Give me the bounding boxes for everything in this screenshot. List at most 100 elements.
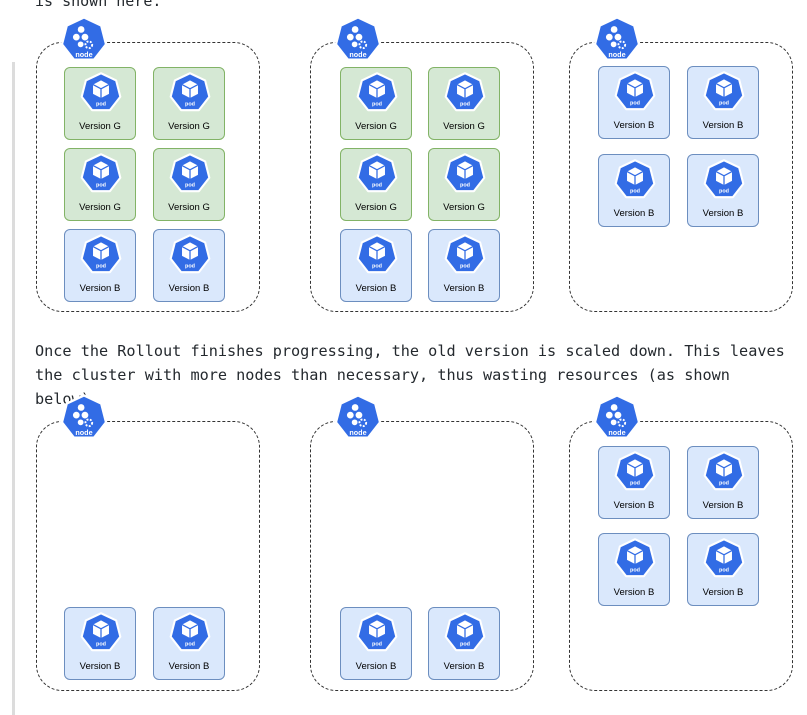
svg-text:pod: pod (372, 264, 382, 270)
pod-version-label: Version G (355, 121, 397, 132)
pod-icon: pod (356, 153, 398, 195)
pod-icon: pod (356, 234, 398, 276)
pod-version-label: Version B (702, 208, 744, 219)
intro-text-fragment: is shown here. (35, 0, 162, 10)
svg-text:pod: pod (630, 189, 640, 195)
node-icon: node (334, 16, 382, 64)
pod-icon: pod (80, 234, 122, 276)
node-icon: node (60, 16, 108, 64)
svg-text:pod: pod (96, 642, 106, 648)
pod-icon: pod (444, 153, 486, 195)
rollout-paragraph: Once the Rollout finishes progressing, t… (35, 342, 785, 408)
svg-text:node: node (75, 428, 92, 437)
node-icon: node (60, 394, 108, 442)
svg-text:pod: pod (96, 183, 106, 189)
pod-icon: pod (80, 72, 122, 114)
svg-text:pod: pod (185, 183, 195, 189)
svg-text:pod: pod (719, 568, 729, 574)
svg-text:pod: pod (96, 264, 106, 270)
svg-text:node: node (349, 428, 366, 437)
svg-text:pod: pod (630, 481, 640, 487)
node-icon: node (593, 394, 641, 442)
pod-icon: pod (444, 612, 486, 654)
svg-text:node: node (608, 428, 625, 437)
pod-version-label: Version B (702, 500, 744, 511)
pod-version-label: Version B (443, 283, 485, 294)
svg-text:pod: pod (96, 102, 106, 108)
svg-text:pod: pod (372, 642, 382, 648)
pod-icon: pod (80, 153, 122, 195)
pod-version-label: Version B (613, 120, 655, 131)
pod-icon: pod (614, 159, 656, 201)
svg-text:pod: pod (460, 102, 470, 108)
pod-version-label: Version G (79, 202, 121, 213)
pod-version-label: Version B (168, 661, 210, 672)
pod-version-label: Version G (443, 202, 485, 213)
pod-icon: pod (703, 538, 745, 580)
pod-icon: pod (356, 612, 398, 654)
node-icon: node (334, 394, 382, 442)
pod-icon: pod (614, 538, 656, 580)
pod-icon: pod (703, 71, 745, 113)
pod-icon: pod (356, 72, 398, 114)
svg-text:pod: pod (630, 568, 640, 574)
svg-text:pod: pod (185, 642, 195, 648)
pod-version-label: Version G (168, 202, 210, 213)
pod-icon: pod (703, 159, 745, 201)
pod-version-label: Version B (613, 208, 655, 219)
pod-version-label: Version G (355, 202, 397, 213)
pod-icon: pod (80, 612, 122, 654)
node-icon: node (593, 16, 641, 64)
svg-text:pod: pod (185, 264, 195, 270)
pod-icon: pod (169, 72, 211, 114)
svg-text:node: node (349, 50, 366, 59)
svg-text:pod: pod (460, 183, 470, 189)
svg-text:node: node (75, 50, 92, 59)
pod-icon: pod (614, 71, 656, 113)
svg-text:pod: pod (630, 101, 640, 107)
pod-icon: pod (169, 153, 211, 195)
pod-version-label: Version B (79, 661, 121, 672)
pod-icon: pod (703, 451, 745, 493)
pod-version-label: Version B (355, 661, 397, 672)
pod-version-label: Version B (79, 283, 121, 294)
svg-text:pod: pod (719, 481, 729, 487)
pod-version-label: Version G (79, 121, 121, 132)
svg-text:pod: pod (185, 102, 195, 108)
pod-version-label: Version B (168, 283, 210, 294)
pod-version-label: Version B (702, 120, 744, 131)
pod-icon: pod (169, 612, 211, 654)
svg-text:pod: pod (372, 183, 382, 189)
svg-text:node: node (608, 50, 625, 59)
pod-version-label: Version B (702, 587, 744, 598)
pod-icon: pod (169, 234, 211, 276)
pod-version-label: Version B (613, 500, 655, 511)
pod-icon: pod (444, 72, 486, 114)
pod-version-label: Version B (443, 661, 485, 672)
pod-version-label: Version B (355, 283, 397, 294)
pod-icon: pod (614, 451, 656, 493)
pod-icon: pod (444, 234, 486, 276)
pod-version-label: Version G (168, 121, 210, 132)
